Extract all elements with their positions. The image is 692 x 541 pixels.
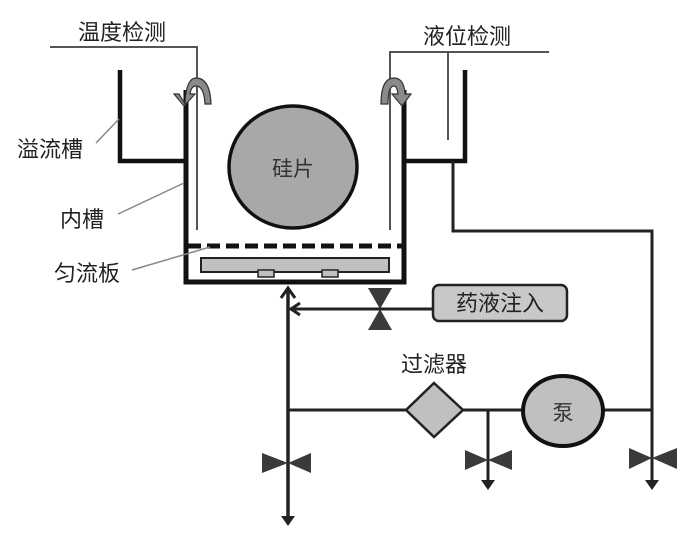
overflow-tank-right bbox=[404, 70, 468, 164]
overflow-arrow-left bbox=[172, 77, 212, 107]
chemical-injection-label: 药液注入 bbox=[456, 292, 544, 317]
overflow-arrow-right bbox=[380, 77, 413, 107]
filter-drain-pipe bbox=[481, 410, 495, 490]
wafer: 硅片 bbox=[227, 104, 359, 230]
pump-label: 泵 bbox=[553, 401, 574, 425]
temperature-sensor-probe bbox=[50, 46, 198, 230]
drain-valve-left[interactable] bbox=[262, 453, 311, 473]
injection-valve[interactable] bbox=[368, 288, 392, 330]
flow-distribution-plate bbox=[188, 243, 402, 278]
drain-valve-right[interactable] bbox=[629, 448, 677, 469]
drain-valve-middle[interactable] bbox=[465, 450, 512, 470]
overflow-tank-leader bbox=[95, 118, 120, 144]
filter-label: 过滤器 bbox=[401, 353, 467, 378]
chemical-injection-box[interactable]: 药液注入 bbox=[431, 283, 569, 323]
level-sensor-probe bbox=[389, 51, 549, 230]
inner-tank-leader bbox=[117, 182, 185, 215]
chemical-injection-line bbox=[288, 301, 433, 317]
supply-pipe bbox=[279, 285, 297, 526]
overflow-tank-left bbox=[117, 70, 186, 164]
filter[interactable] bbox=[404, 381, 465, 439]
overflow-tank-label: 溢流槽 bbox=[17, 138, 83, 163]
inner-tank-label: 内槽 bbox=[60, 208, 104, 233]
wafer-label: 硅片 bbox=[272, 157, 314, 181]
pump[interactable]: 泵 bbox=[521, 374, 605, 448]
temperature-sensor-label: 温度检测 bbox=[78, 21, 166, 46]
level-sensor-label: 液位检测 bbox=[423, 25, 511, 50]
flow-plate-leader bbox=[131, 246, 211, 271]
inner-tank bbox=[183, 90, 407, 285]
flow-plate-label: 匀流板 bbox=[54, 262, 120, 287]
overflow-drain-pipe bbox=[451, 161, 659, 490]
